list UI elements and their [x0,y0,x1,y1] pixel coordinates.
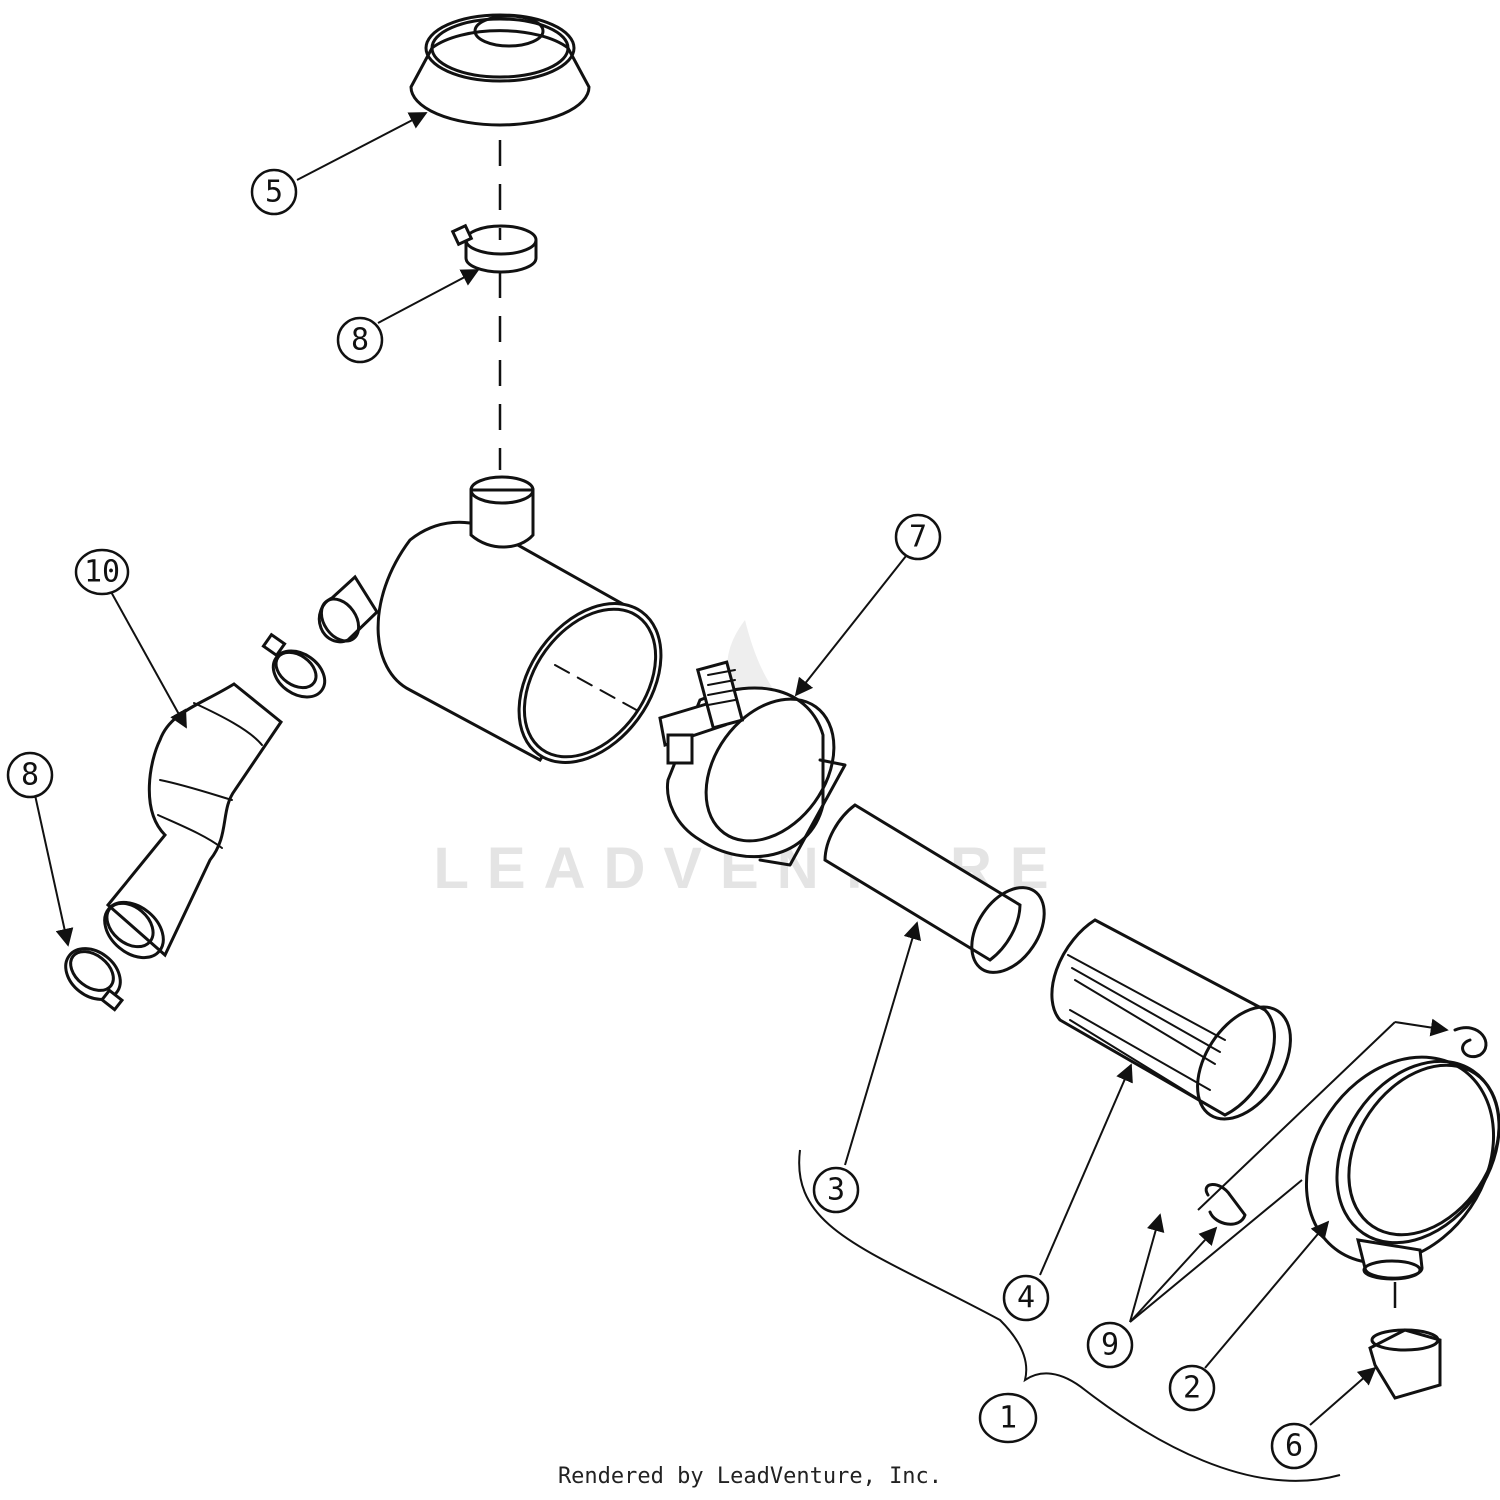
callout-8-upper: 8 [336,316,384,364]
callout-5: 5 [250,168,298,216]
callout-7-label: 7 [909,520,927,555]
lower-hose-clamp-part [64,947,125,1012]
callout-1: 1 [978,1392,1038,1444]
upper-hose-clamp-part [450,223,538,274]
callout-4: 4 [1002,1274,1050,1322]
callout-2-label: 2 [1183,1371,1201,1406]
primary-filter-element-part [1050,918,1292,1121]
air-cleaner-cover-part [1304,1055,1500,1281]
callout-6: 6 [1270,1422,1318,1470]
callout-10-label: 10 [84,555,120,590]
callout-8-lower: 8 [6,751,54,799]
cover-clip-parts [1204,1026,1488,1226]
callout-2: 2 [1168,1364,1216,1412]
callout-9: 9 [1086,1321,1134,1369]
leader-lines [34,112,1449,1426]
housing-hose-clamp-part [261,632,327,699]
callout-3-label: 3 [827,1173,845,1208]
rain-cap-part [409,13,591,127]
callout-4-label: 4 [1017,1281,1035,1316]
callout-9-label: 9 [1101,1328,1119,1363]
elbow-hose-part [103,682,284,960]
callout-8-lower-label: 8 [21,758,39,793]
render-credit: Rendered by LeadVenture, Inc. [557,1464,943,1489]
air-cleaner-housing-part [317,475,663,764]
callout-3: 3 [812,1166,860,1214]
safety-filter-element-part [823,803,1046,974]
callout-7: 7 [894,513,942,561]
callout-10: 10 [74,548,130,596]
callout-1-label: 1 [999,1401,1017,1436]
kit-bracket [798,1149,1341,1482]
callout-5-label: 5 [265,175,283,210]
mounting-band-part [658,660,847,867]
vacuator-valve-part [1368,1328,1442,1400]
callout-8-upper-label: 8 [351,323,369,358]
callout-6-label: 6 [1285,1429,1303,1464]
